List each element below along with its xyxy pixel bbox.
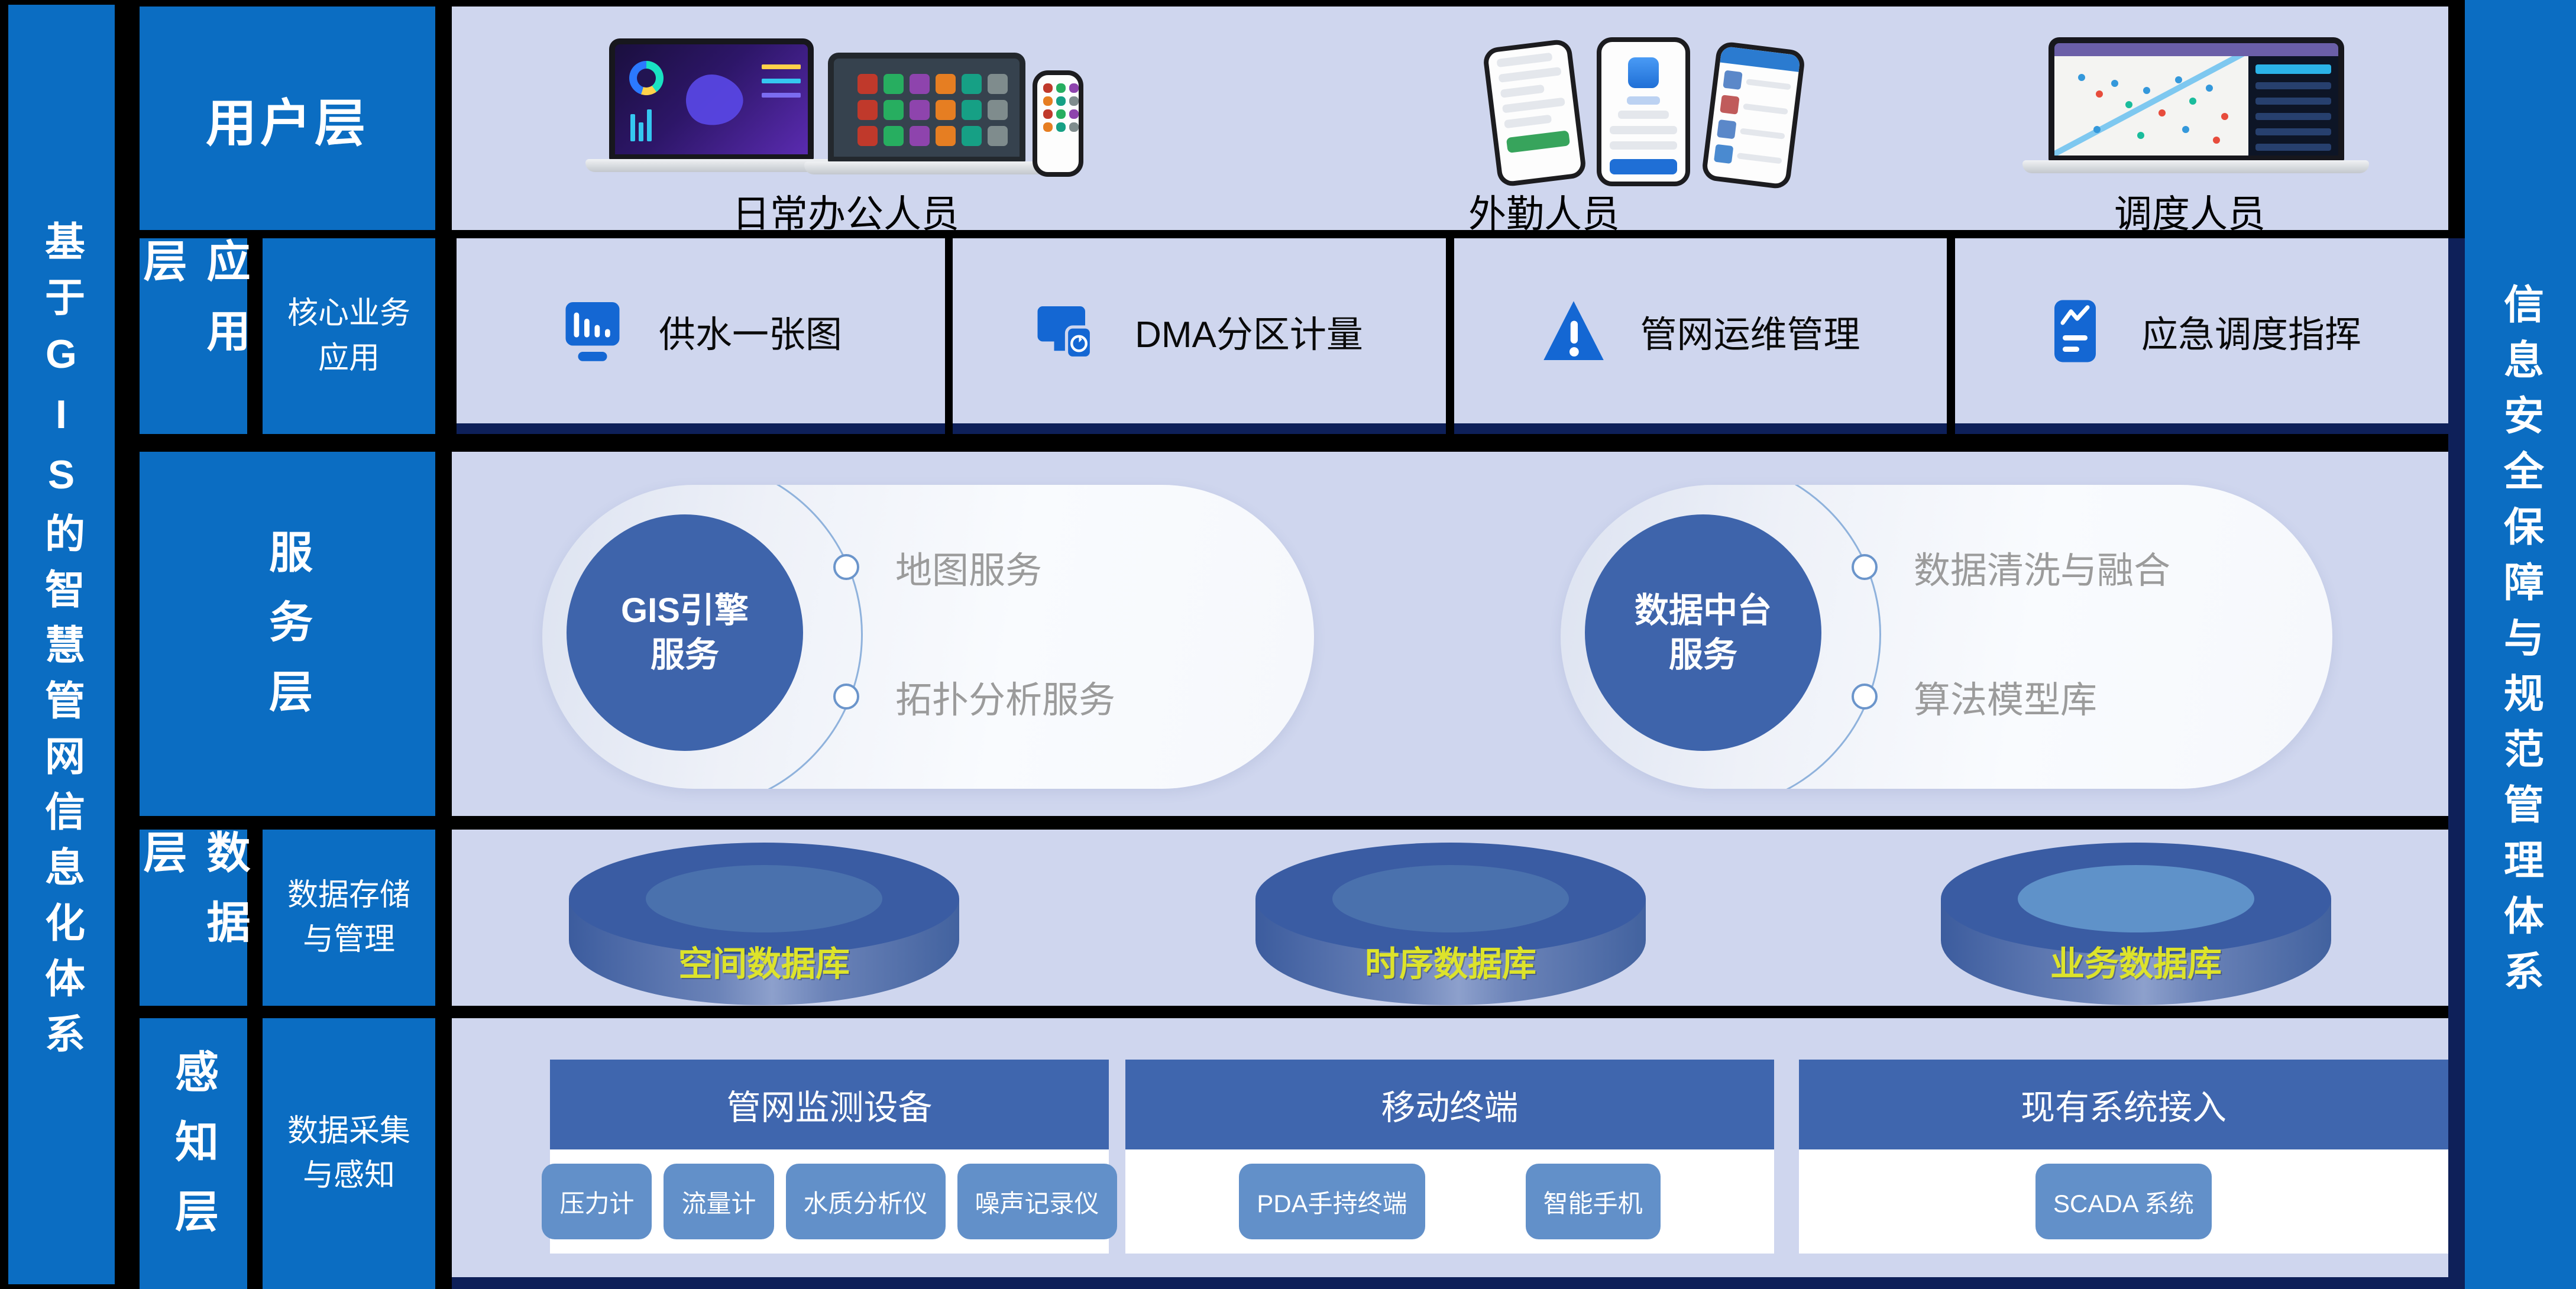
- dashboard-laptop-screen: [609, 38, 814, 160]
- perception-layer-label-box: 感知层: [140, 1018, 247, 1289]
- data-layer-label-box: 数据层: [137, 830, 250, 1006]
- appgrid-laptop-screen: [828, 53, 1025, 163]
- multi-device-icon: [1037, 306, 1093, 360]
- bullet-icon: [1852, 554, 1878, 580]
- user-group-caption: 外勤人员: [1468, 193, 1620, 235]
- bullet-icon: [833, 684, 859, 710]
- apps-phone: [1033, 70, 1083, 177]
- engine-arc-line: [1561, 485, 1881, 789]
- laptop-base: [804, 161, 1049, 174]
- app-card: 供水一张图: [457, 238, 945, 434]
- bottom-accent-bar: [452, 1277, 2448, 1289]
- user-layer-label: 用户层: [206, 95, 369, 152]
- engine-name-line1: 数据中台: [1634, 591, 1772, 630]
- data-platform-pill: 数据中台 服务 数据清洗与融合 算法模型库: [1561, 485, 2332, 789]
- left-title-banner: 基于GIS的智慧管网信息化体系: [8, 5, 115, 1284]
- warning-triangle-icon: [1543, 300, 1604, 360]
- app-card: 管网运维管理: [1454, 238, 1947, 434]
- mobile-terminal-box: 移动终端 PDA手持终端 智能手机: [1125, 1060, 1774, 1254]
- bullet-icon: [1852, 684, 1878, 710]
- app-layer-label-box: 应用层: [137, 238, 250, 434]
- perception-layer-panel: 管网监测设备 压力计 流量计 水质分析仪 噪声记录仪 移动终端 PDA手持终端 …: [452, 1018, 2448, 1277]
- service-item: 地图服务: [895, 550, 1043, 591]
- database-name: 时序数据库: [1364, 945, 1536, 983]
- device-chip: SCADA 系统: [2035, 1164, 2212, 1239]
- device-chip: 流量计: [664, 1164, 774, 1239]
- app-name: 应急调度指挥: [2141, 314, 2361, 355]
- user-layer-label-box: 用户层: [140, 7, 435, 230]
- engine-name-line2: 服务: [1668, 636, 1737, 674]
- gis-engine-circle: GIS引擎 服务: [567, 514, 803, 751]
- engine-name-line1: GIS引擎: [621, 591, 749, 630]
- app-name: DMA分区计量: [1135, 314, 1363, 355]
- sense-group-title: 现有系统接入: [1799, 1060, 2448, 1149]
- database-name: 空间数据库: [678, 945, 850, 983]
- app-layer-sublabel: 核心业务应用: [287, 296, 410, 375]
- data-layer-label: 数据层: [137, 830, 250, 969]
- user-group-caption: 调度人员: [2114, 193, 2266, 235]
- engine-name-line2: 服务: [650, 636, 719, 674]
- service-item: 数据清洗与融合: [1914, 550, 2171, 591]
- worklist-phone: [1701, 40, 1806, 190]
- device-chip: 水质分析仪: [785, 1164, 946, 1239]
- perception-layer-sublabel-box: 数据采集与感知: [263, 1018, 435, 1289]
- device-chip: 智能手机: [1525, 1164, 1661, 1239]
- service-layer-label-box: 服务层: [140, 452, 435, 816]
- bullet-icon: [833, 554, 859, 580]
- engine-arc-line: [542, 485, 863, 789]
- data-layer-panel: 空间数据库 时序数据库 业务数据库: [452, 830, 2448, 1006]
- user-layer-panel: 日常办公人员 外勤人员: [452, 7, 2448, 235]
- data-platform-circle: 数据中台 服务: [1585, 514, 1821, 751]
- existing-system-box: 现有系统接入 SCADA 系统: [1799, 1060, 2448, 1254]
- right-title-text: 信息安全保障与规范管理体系: [2497, 283, 2543, 1006]
- sense-group-title: 移动终端: [1125, 1060, 1774, 1149]
- app-name: 供水一张图: [658, 314, 842, 355]
- gis-engine-pill: GIS引擎 服务 地图服务 拓扑分析服务: [542, 485, 1314, 789]
- app-card: 应急调度指挥: [1955, 238, 2448, 434]
- database-name: 业务数据库: [2050, 945, 2222, 983]
- app-layer-label: 应用层: [137, 238, 250, 378]
- map-laptop-screen: [2048, 37, 2344, 161]
- perception-layer-label: 感知层: [169, 1049, 218, 1258]
- laptop-base: [2022, 160, 2369, 173]
- app-layer-sublabel-box: 核心业务应用: [263, 238, 435, 434]
- business-database-cylinder: 业务数据库: [1941, 843, 2331, 1005]
- device-chip: PDA手持终端: [1239, 1164, 1425, 1239]
- service-layer-label: 服务层: [263, 529, 312, 739]
- app-name: 管网运维管理: [1640, 314, 1860, 355]
- device-chip: 噪声记录仪: [957, 1164, 1117, 1239]
- app-card: DMA分区计量: [953, 238, 1446, 434]
- data-layer-sublabel-box: 数据存储与管理: [263, 830, 435, 1006]
- user-group-caption: 日常办公人员: [732, 193, 959, 235]
- report-chart-icon: [2054, 300, 2096, 362]
- monitor-chart-icon: [565, 302, 620, 361]
- login-phone: [1597, 37, 1690, 186]
- service-item: 拓扑分析服务: [895, 680, 1116, 721]
- spatial-database-cylinder: 空间数据库: [569, 843, 959, 1005]
- service-layer-panel: GIS引擎 服务 地图服务 拓扑分析服务 数据中台 服务 数据清洗与融合 算法模…: [452, 452, 2448, 816]
- monitoring-devices-box: 管网监测设备 压力计 流量计 水质分析仪 噪声记录仪: [542, 1060, 1117, 1254]
- right-content-accent-bar: [2448, 238, 2465, 1289]
- right-title-banner: 信息安全保障与规范管理体系: [2465, 0, 2576, 1289]
- sense-group-title: 管网监测设备: [550, 1060, 1109, 1149]
- device-chip: 压力计: [542, 1164, 652, 1239]
- form-phone: [1482, 38, 1587, 188]
- service-item: 算法模型库: [1914, 680, 2098, 721]
- timeseries-database-cylinder: 时序数据库: [1255, 843, 1646, 1005]
- laptop-base: [585, 159, 837, 172]
- perception-layer-sublabel: 数据采集与感知: [287, 1113, 410, 1193]
- data-layer-sublabel: 数据存储与管理: [287, 877, 410, 957]
- left-title-text: 基于GIS的智慧管网信息化体系: [38, 221, 84, 1068]
